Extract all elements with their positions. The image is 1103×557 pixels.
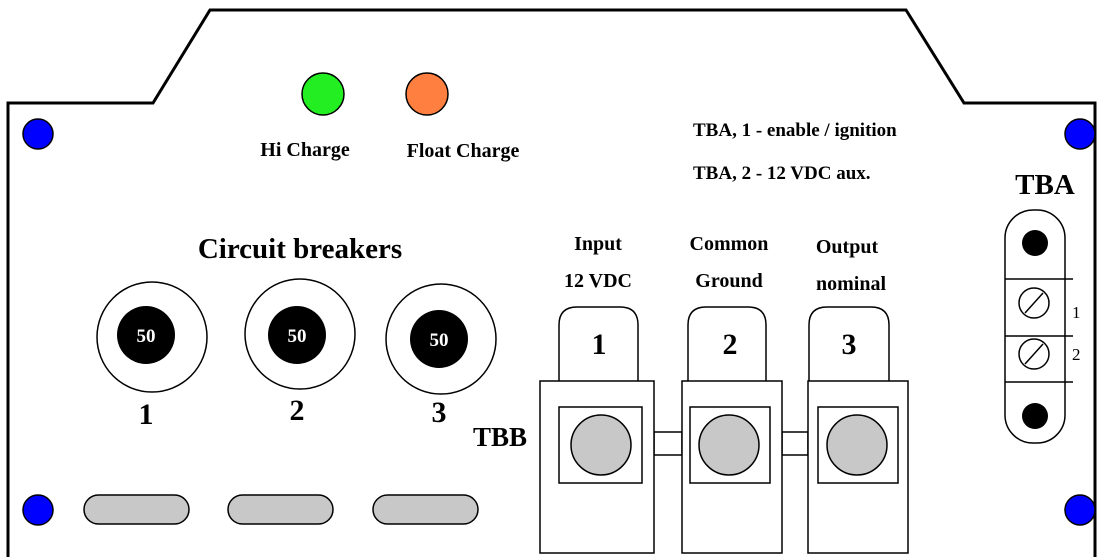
terminal-1: 1: [539, 306, 655, 554]
terminal-screw-icon: [698, 414, 760, 476]
breaker-rating: 50: [137, 326, 156, 347]
terminal-2: 2: [681, 306, 783, 554]
tba-strip-body: [1004, 209, 1066, 444]
breaker-3: 50 3: [385, 283, 497, 429]
hi-charge-led: [301, 72, 345, 116]
mounting-screw-icon: [22, 118, 54, 150]
terminal-label-line1: Output: [816, 236, 879, 258]
breaker-button: [117, 306, 175, 364]
indicator-lights: Hi Charge Float Charge: [260, 72, 520, 162]
breaker-number: 2: [290, 394, 305, 427]
vent-slot: [227, 494, 334, 525]
terminal-number: 2: [723, 328, 738, 361]
mounting-screw-icon: [1064, 118, 1096, 150]
terminal-label-line1: Input: [574, 233, 622, 255]
terminal-label-line2: Ground: [695, 270, 762, 292]
terminal-bridge: [653, 431, 683, 456]
tba-screw-icon: [1018, 287, 1050, 319]
note-line-1: TBA, 1 - enable / ignition: [693, 120, 897, 141]
tba-terminal-strip: TBA 1 2: [1004, 169, 1081, 444]
tba-label: TBA: [1015, 169, 1075, 201]
tbb-label: TBB: [473, 422, 527, 452]
vent-slot: [83, 494, 190, 525]
mounting-screws: [22, 118, 1096, 526]
breaker-rating: 50: [288, 326, 307, 347]
breaker-number: 3: [432, 396, 447, 429]
terminal-number: 3: [842, 328, 857, 361]
mounting-screw-icon: [22, 494, 54, 526]
breaker-1: 50 1: [96, 281, 208, 431]
terminal-bridge: [781, 431, 809, 456]
hi-charge-label: Hi Charge: [260, 139, 350, 161]
tba-screw-icon: [1018, 338, 1050, 370]
vent-slots: [83, 494, 479, 525]
tba-terminal-number: 2: [1072, 345, 1081, 364]
circuit-breakers-title: Circuit breakers: [198, 233, 402, 265]
tba-mount-hole-icon: [1022, 403, 1048, 429]
breaker-button: [268, 306, 326, 364]
breaker-2: 50 2: [244, 278, 356, 427]
terminal-label-line2: 12 VDC: [564, 270, 632, 292]
breaker-rating: 50: [430, 330, 449, 351]
terminal-label-line1: Common: [690, 233, 769, 255]
tbb-terminal-block: TBB Input 12 VDC Common Ground Output no…: [473, 233, 909, 554]
terminal-screw-icon: [826, 414, 888, 476]
vent-slot: [372, 494, 479, 525]
terminal-tab: [687, 306, 767, 381]
mounting-screw-icon: [1064, 494, 1096, 526]
panel-outline: [6, 8, 1097, 557]
terminal-number: 1: [592, 328, 607, 361]
terminal-3: 3: [807, 306, 909, 554]
float-charge-label: Float Charge: [407, 140, 520, 162]
breaker-button: [410, 310, 468, 368]
tba-mount-hole-icon: [1022, 230, 1048, 256]
note-line-2: TBA, 2 - 12 VDC aux.: [693, 163, 871, 184]
terminal-screw-icon: [570, 414, 632, 476]
terminal-tab: [808, 306, 890, 381]
breaker-number: 1: [139, 398, 154, 431]
terminal-label-line2: nominal: [816, 273, 886, 295]
tba-terminal-number: 1: [1072, 303, 1081, 322]
float-charge-led: [405, 72, 449, 116]
terminal-tab: [558, 306, 639, 381]
